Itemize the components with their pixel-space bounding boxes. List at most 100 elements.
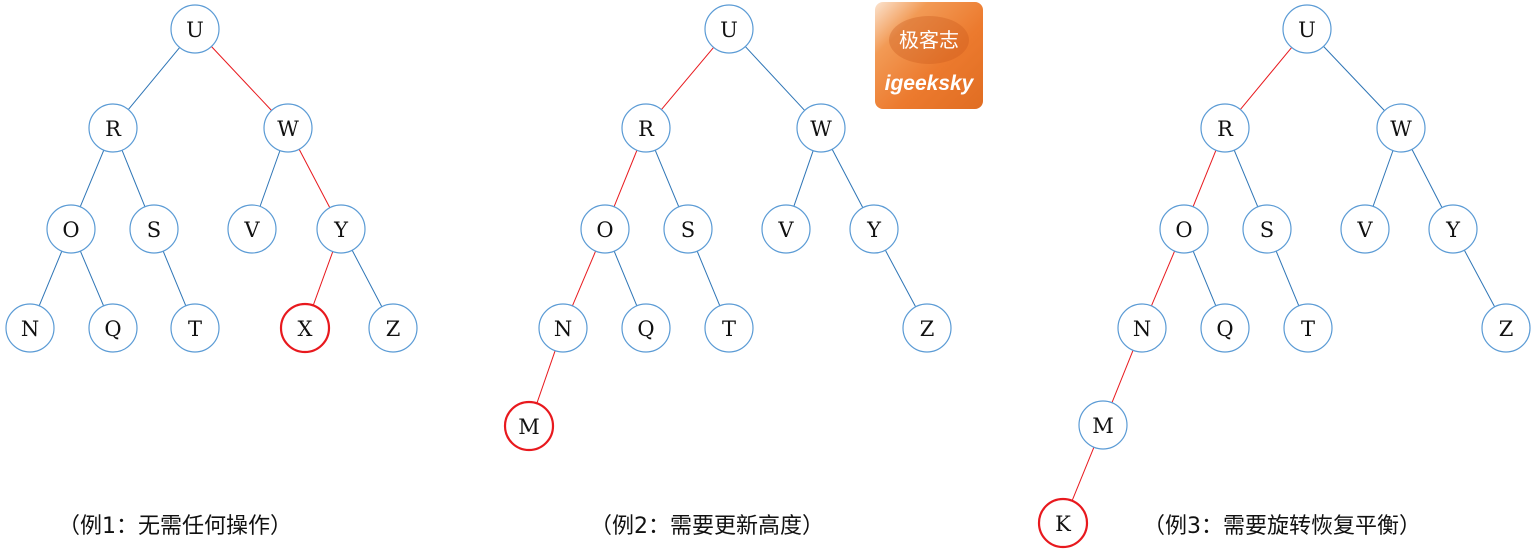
edge-S-T (162, 250, 187, 307)
node-label: M (1092, 414, 1114, 438)
edge-O-Q (79, 250, 105, 307)
node-label: Q (637, 317, 654, 341)
edge-U-R (1239, 47, 1293, 110)
edge-R-S (1233, 149, 1259, 208)
edge-N-M (1111, 350, 1134, 403)
node-label: Q (104, 317, 121, 341)
edge-U-R (127, 47, 181, 110)
tree-node-M: M (1078, 400, 1128, 450)
edge-S-T (696, 250, 721, 307)
node-label: U (720, 18, 738, 42)
tree-node-S: S (1242, 204, 1292, 254)
node-circle (621, 303, 671, 353)
edge-W-V (1372, 150, 1394, 207)
node-circle (849, 204, 899, 254)
node-label: O (62, 218, 79, 242)
node-circle (88, 303, 138, 353)
logo-english-text: igeeksky (884, 72, 974, 95)
tree-node-M: M (503, 400, 555, 452)
node-circle (1282, 4, 1332, 54)
node-label: N (1133, 317, 1151, 341)
edge-W-V (259, 150, 281, 207)
tree-node-R: R (621, 103, 671, 153)
tree-node-O: O (580, 204, 630, 254)
node-circle (170, 4, 220, 54)
logo-chinese-text: 极客志 (899, 28, 959, 52)
tree-node-Z: Z (368, 303, 418, 353)
node-circle (1376, 103, 1426, 153)
tree-node-S: S (663, 204, 713, 254)
node-label: V (243, 218, 260, 242)
node-circle (704, 303, 754, 353)
node-circle (46, 204, 96, 254)
inserted-node-circle (503, 400, 555, 452)
node-label: V (777, 218, 794, 242)
node-label: N (21, 317, 39, 341)
node-circle (663, 204, 713, 254)
tree-node-Q: Q (621, 303, 671, 353)
node-circle (580, 204, 630, 254)
tree-node-S: S (129, 204, 179, 254)
tree-node-N: N (5, 303, 55, 353)
tree-node-Y: Y (1428, 204, 1478, 254)
tree-node-Y: Y (316, 204, 366, 254)
tree-2-caption: （例2：需要更新高度） (590, 514, 824, 539)
node-label: W (810, 117, 832, 141)
node-label: Z (920, 317, 935, 341)
tree-node-V: V (227, 204, 277, 254)
node-label: S (1260, 218, 1274, 242)
igeeksky-logo: 极客志 igeeksky (875, 2, 983, 109)
node-circle (263, 103, 313, 153)
inserted-node-circle (279, 302, 331, 354)
edge-R-O (613, 150, 638, 207)
tree-node-U: U (704, 4, 754, 54)
node-label: T (188, 317, 202, 341)
edge-S-T (1275, 250, 1300, 307)
node-circle (621, 103, 671, 153)
edge-R-O (1192, 150, 1217, 207)
edge-U-R (661, 47, 714, 110)
node-circle (5, 303, 55, 353)
node-circle (1078, 400, 1128, 450)
edge-O-N (38, 250, 63, 307)
node-label: K (1055, 512, 1071, 536)
node-circle (1242, 204, 1292, 254)
node-label: T (1301, 317, 1315, 341)
edge-W-Y (831, 149, 864, 208)
node-circle (1283, 303, 1333, 353)
node-circle (1117, 303, 1167, 353)
node-label: W (277, 117, 299, 141)
node-label: O (596, 218, 613, 242)
node-label: Y (333, 218, 349, 242)
tree-node-R: R (1200, 103, 1250, 153)
node-label: M (518, 415, 540, 439)
edge-N-M (536, 350, 556, 404)
edge-U-W (211, 46, 272, 111)
tree-2: U R W O S V Y N Q T Z M (503, 4, 952, 452)
node-circle (1200, 103, 1250, 153)
node-circle (1340, 204, 1390, 254)
tree-node-W: W (796, 103, 846, 153)
node-circle (902, 303, 952, 353)
tree-node-U: U (1282, 4, 1332, 54)
node-label: Q (1216, 317, 1233, 341)
node-label: Y (1445, 218, 1461, 242)
edge-W-Y (298, 149, 331, 208)
node-circle (368, 303, 418, 353)
tree-node-T: T (1283, 303, 1333, 353)
tree-node-Y: Y (849, 204, 899, 254)
node-circle (316, 204, 366, 254)
node-label: Z (386, 317, 401, 341)
node-label: Y (866, 218, 882, 242)
tree-node-O: O (1159, 204, 1209, 254)
edge-O-Q (613, 250, 638, 307)
tree-node-Q: Q (88, 303, 138, 353)
node-label: T (722, 317, 736, 341)
node-label: N (554, 317, 572, 341)
tree-node-Q: Q (1200, 303, 1250, 353)
inserted-node-circle (1037, 497, 1089, 549)
edge-Y-Z (884, 249, 917, 308)
node-circle (538, 303, 588, 353)
node-label: U (186, 18, 204, 42)
